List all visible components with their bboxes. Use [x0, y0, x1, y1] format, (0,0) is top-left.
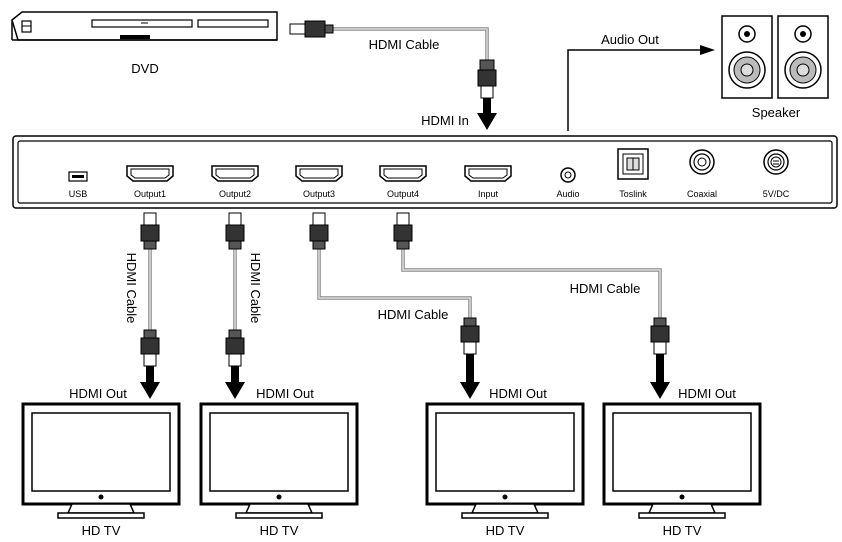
hdmi-out-arrow-4 — [650, 354, 670, 399]
port-label-output2: Output2 — [219, 189, 251, 199]
dvd-to-splitter-cable — [289, 20, 497, 99]
port-label-usb: USB — [69, 189, 88, 199]
hdmi-out-arrow-3 — [460, 354, 480, 399]
hdmi-port-output2-icon — [211, 165, 259, 182]
dc-power-port-icon — [763, 149, 789, 175]
output2-cable — [225, 212, 245, 367]
hd-tv-label-3: HD TV — [486, 523, 525, 538]
hdmi-port-output3-icon — [295, 165, 343, 182]
port-label-coaxial: Coaxial — [687, 189, 717, 199]
port-label-output3: Output3 — [303, 189, 335, 199]
speaker-label: Speaker — [752, 105, 801, 120]
hdmi-in-label: HDMI In — [421, 113, 469, 128]
dvd-player — [11, 11, 278, 41]
coaxial-port-icon — [689, 149, 715, 175]
hd-tv-label-2: HD TV — [260, 523, 299, 538]
speaker-right — [777, 15, 829, 99]
hdmi-port-input-icon — [464, 165, 512, 182]
port-label-output1: Output1 — [134, 189, 166, 199]
output4-cable-label: HDMI Cable — [570, 281, 641, 296]
dvd-label: DVD — [131, 61, 158, 76]
hd-tv-1 — [21, 402, 181, 519]
hdmi-port-output4-icon — [379, 165, 427, 182]
output1-cable-label: HDMI Cable — [124, 253, 139, 324]
output3-cable — [309, 212, 480, 355]
output2-cable-label: HDMI Cable — [248, 253, 263, 324]
port-label-toslink: Toslink — [619, 189, 647, 199]
toslink-port-icon — [617, 148, 649, 180]
hdmi-cable-top-label: HDMI Cable — [369, 37, 440, 52]
output4-cable — [393, 212, 670, 355]
hd-tv-4 — [602, 402, 762, 519]
hdmi-in-arrow — [477, 98, 497, 130]
audio-jack-icon — [560, 167, 576, 183]
hdmi-out-arrow-2 — [225, 366, 245, 399]
output3-cable-label: HDMI Cable — [378, 307, 449, 322]
hdmi-out-label-3: HDMI Out — [489, 386, 547, 401]
output1-cable — [140, 212, 160, 367]
speaker-left — [721, 15, 773, 99]
usb-port-icon — [68, 171, 88, 182]
hdmi-port-output1-icon — [126, 165, 174, 182]
audio-out-line — [567, 45, 715, 131]
hd-tv-label-4: HD TV — [663, 523, 702, 538]
hdmi-out-arrow-1 — [140, 366, 160, 399]
port-label-output4: Output4 — [387, 189, 419, 199]
port-label-audio: Audio — [556, 189, 579, 199]
hdmi-out-label-4: HDMI Out — [678, 386, 736, 401]
hd-tv-2 — [199, 402, 359, 519]
hdmi-out-label-1: HDMI Out — [69, 386, 127, 401]
hdmi-out-label-2: HDMI Out — [256, 386, 314, 401]
hd-tv-label-1: HD TV — [82, 523, 121, 538]
hd-tv-3 — [425, 402, 585, 519]
audio-out-label: Audio Out — [601, 32, 659, 47]
port-label-5vdc: 5V/DC — [763, 189, 790, 199]
port-label-input: Input — [478, 189, 499, 199]
